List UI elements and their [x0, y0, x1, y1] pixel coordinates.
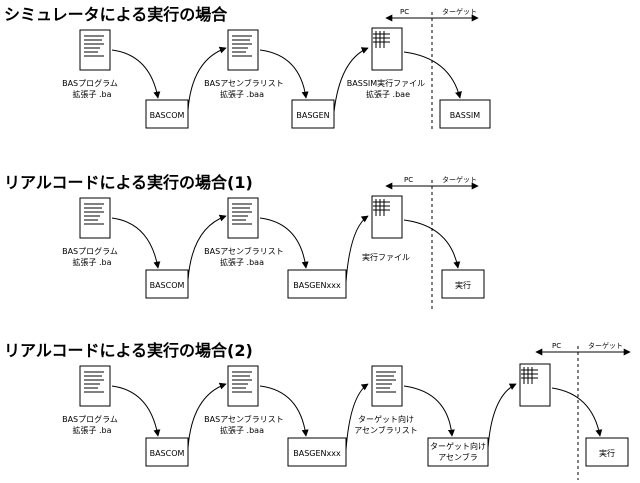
target-label: ターゲット	[588, 341, 623, 350]
flow-arrow	[345, 383, 369, 451]
doc-label-line1: BASプログラム	[62, 246, 118, 256]
document-assembler-list	[227, 29, 259, 71]
process-label: 実行	[455, 280, 471, 290]
doc-label-line2: 拡張子 .baa	[220, 89, 264, 99]
document-executable-file	[519, 363, 551, 407]
target-label: ターゲット	[442, 175, 477, 184]
flow-arrow	[187, 382, 227, 449]
flow-arrow	[403, 219, 461, 269]
flow-arrow	[111, 49, 161, 99]
process-box-bascom	[145, 437, 189, 467]
flow-arrow	[187, 46, 227, 111]
flow-arrow	[259, 385, 309, 437]
flow-arrow	[551, 387, 603, 437]
process-box-bascom	[145, 99, 189, 129]
document-assembler-list	[227, 365, 259, 407]
process-label: BASGENxxx	[293, 281, 341, 290]
process-box-basgenxxx	[287, 437, 347, 467]
flow-arrow	[111, 217, 161, 269]
section-realcode-2: リアルコードによる実行の場合(2) PC ターゲット BASプログラム 拡張子 …	[4, 341, 631, 480]
flow-arrow	[259, 49, 309, 99]
target-label: ターゲット	[442, 7, 477, 16]
process-box-bassim	[439, 99, 491, 129]
doc-label-line1: BASSIM実行ファイル	[347, 78, 425, 88]
flow-arrow	[333, 47, 369, 113]
section-realcode-1: リアルコードによる実行の場合(1) PC ターゲット BASプログラム 拡張子 …	[4, 173, 485, 312]
flow-arrow	[487, 383, 517, 449]
process-box-target-assembler	[427, 437, 489, 467]
doc-label-line1: BASプログラム	[62, 414, 118, 424]
section-title: シミュレータによる実行の場合	[4, 5, 228, 24]
process-label-line2: アセンブラ	[438, 452, 478, 462]
process-box-execute	[585, 437, 629, 467]
pc-label: PC	[400, 8, 409, 16]
process-label: BASCOM	[150, 281, 185, 290]
section-title: リアルコードによる実行の場合(1)	[4, 173, 253, 192]
process-box-execute	[441, 269, 485, 299]
document-executable-file	[371, 195, 403, 239]
doc-label-line2: 拡張子 .bae	[366, 89, 410, 99]
document-target-assembler-list	[371, 365, 403, 407]
doc-label-line1: BASアセンブラリスト	[204, 78, 284, 88]
doc-label-line1: BASプログラム	[62, 78, 118, 88]
doc-label-line1: BASアセンブラリスト	[204, 414, 284, 424]
section-simulator: シミュレータによる実行の場合 PC ターゲット BASプログラム 拡張子 .ba…	[4, 5, 491, 130]
flow-arrow	[403, 51, 462, 99]
doc-label-line2: 拡張子 .baa	[220, 425, 264, 435]
doc-label-line1: BASアセンブラリスト	[204, 246, 284, 256]
flow-arrow	[111, 385, 161, 437]
process-label: BASGENxxx	[293, 449, 341, 458]
flow-arrow	[345, 215, 369, 283]
process-label: BASCOM	[150, 111, 185, 120]
process-box-bascom	[145, 269, 189, 299]
document-bas-program	[79, 29, 111, 71]
process-label: BASSIM	[450, 111, 480, 120]
doc-label-line1: ターゲット向け	[358, 414, 414, 424]
document-bas-program	[79, 365, 111, 407]
process-label: BASGEN	[296, 111, 329, 120]
doc-label-line2: 拡張子 .ba	[72, 425, 111, 435]
document-executable-file	[371, 27, 403, 71]
process-label: 実行	[599, 448, 615, 458]
document-assembler-list	[227, 197, 259, 239]
process-label: BASCOM	[150, 449, 185, 458]
process-label-line1: ターゲット向け	[430, 441, 486, 451]
flow-arrow	[187, 214, 227, 281]
section-title: リアルコードによる実行の場合(2)	[4, 341, 253, 360]
doc-label-line2: アセンブラリスト	[354, 425, 418, 435]
document-bas-program	[79, 197, 111, 239]
pc-label: PC	[552, 342, 561, 350]
flow-arrow	[259, 217, 309, 269]
doc-label-line1: 実行ファイル	[362, 252, 410, 262]
flow-arrow	[403, 385, 455, 437]
pc-label: PC	[404, 176, 413, 184]
doc-label-line2: 拡張子 .ba	[72, 89, 111, 99]
doc-label-line2: 拡張子 .ba	[72, 257, 111, 267]
process-box-basgenxxx	[287, 269, 347, 299]
process-box-basgen	[291, 99, 335, 129]
doc-label-line2: 拡張子 .baa	[220, 257, 264, 267]
